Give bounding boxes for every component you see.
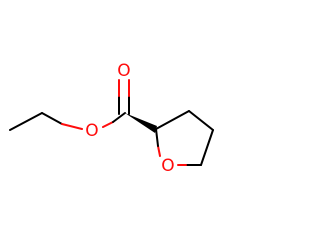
canvas-background: [0, 0, 250, 250]
ring-bond-c3-c4: [188, 110, 214, 131]
bond-methyl-methylene: [9, 112, 43, 131]
ester-oxygen-label: O: [85, 121, 98, 141]
ring-bond-c2-c3: [155, 110, 190, 130]
bond-oxygen-carbonyl-c: [112, 112, 126, 123]
ring-bond-o-c2-c: [155, 128, 159, 147]
ring-bond-o-c2-o: [157, 145, 161, 157]
stereo-wedge-bond: [125, 113, 157, 133]
carbonyl-oxygen-label: O: [117, 61, 130, 81]
ring-oxygen-label: O: [161, 156, 174, 176]
molecule-structure: O O O: [0, 0, 250, 250]
bond-oxygen-carbonyl-o: [102, 121, 114, 128]
bond-methylene-oxygen-c: [41, 112, 63, 125]
ring-bond-c4-c5: [200, 129, 214, 166]
bond-methylene-oxygen-o: [61, 123, 83, 130]
